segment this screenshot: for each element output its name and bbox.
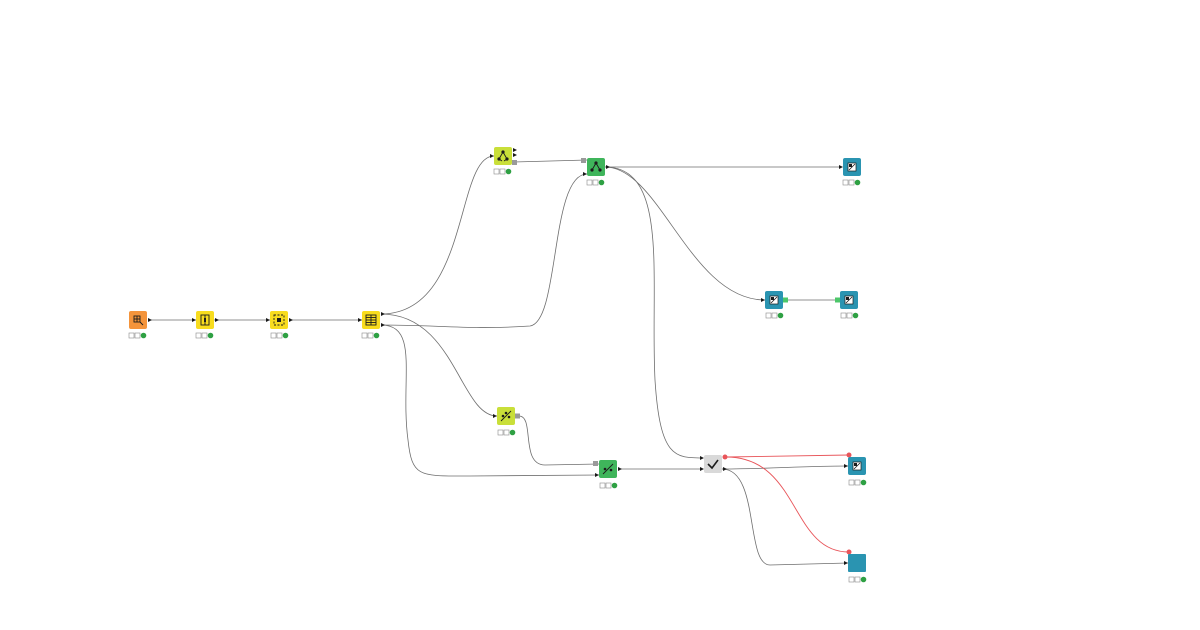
node-n2[interactable] bbox=[192, 311, 219, 329]
connection-n12-n13[interactable] bbox=[721, 465, 849, 470]
input-port[interactable] bbox=[493, 414, 497, 418]
connection-n5-n6[interactable] bbox=[513, 159, 588, 163]
scorer-checkmark-icon bbox=[707, 459, 719, 470]
table-reader-icon bbox=[133, 315, 144, 326]
missing-value-icon bbox=[273, 314, 285, 326]
status-traffic-light bbox=[195, 332, 214, 339]
input-port[interactable] bbox=[761, 298, 765, 302]
node-n8[interactable] bbox=[761, 291, 788, 309]
input-port[interactable] bbox=[583, 172, 587, 176]
status-traffic-light bbox=[497, 429, 516, 436]
model-input-port[interactable] bbox=[581, 158, 586, 163]
node-n14[interactable] bbox=[844, 554, 866, 572]
status-traffic-light bbox=[599, 482, 618, 489]
input-port-1[interactable] bbox=[700, 456, 704, 460]
tree-learner-icon bbox=[497, 150, 509, 162]
node-n13[interactable] bbox=[844, 457, 866, 475]
input-port[interactable] bbox=[490, 154, 494, 158]
output-port[interactable] bbox=[723, 467, 727, 471]
input-port[interactable] bbox=[266, 318, 270, 322]
flow-port-dot[interactable] bbox=[846, 549, 852, 555]
node-body[interactable] bbox=[129, 311, 147, 329]
status-traffic-light bbox=[848, 576, 867, 583]
output-port[interactable] bbox=[606, 165, 610, 169]
node-body[interactable] bbox=[587, 158, 605, 176]
flow-port-dot[interactable] bbox=[846, 452, 852, 458]
status-traffic-light bbox=[848, 479, 867, 486]
flow-connection-n12-n13[interactable] bbox=[725, 454, 850, 458]
input-port[interactable] bbox=[358, 318, 362, 322]
input-port-2[interactable] bbox=[700, 467, 704, 471]
tree-predictor-icon bbox=[590, 161, 602, 172]
node-n10[interactable] bbox=[493, 407, 520, 425]
model-output-port[interactable] bbox=[512, 160, 517, 165]
flow-port-dot[interactable] bbox=[722, 454, 728, 460]
node-n3[interactable] bbox=[266, 311, 293, 329]
node-body[interactable] bbox=[704, 455, 722, 473]
model-input-port[interactable] bbox=[593, 461, 598, 466]
view-icon bbox=[844, 295, 854, 305]
status-traffic-light bbox=[765, 312, 784, 319]
input-port[interactable] bbox=[839, 165, 843, 169]
status-traffic-light bbox=[842, 179, 861, 186]
output-port[interactable] bbox=[618, 467, 622, 471]
output-port-1[interactable] bbox=[381, 312, 385, 316]
output-port[interactable] bbox=[289, 318, 293, 322]
node-n9[interactable] bbox=[835, 291, 858, 309]
status-traffic-light bbox=[493, 168, 512, 175]
view-icon bbox=[852, 461, 862, 471]
connection-n4-n10[interactable] bbox=[380, 313, 498, 417]
output-port[interactable] bbox=[215, 318, 219, 322]
output-port-flow[interactable] bbox=[513, 153, 517, 157]
regression-predictor-icon bbox=[602, 463, 614, 475]
node-body[interactable] bbox=[494, 147, 512, 165]
view-output-port[interactable] bbox=[783, 297, 788, 303]
connections bbox=[148, 155, 852, 566]
connection-n4-n6[interactable] bbox=[380, 173, 588, 328]
node-n1[interactable] bbox=[129, 311, 152, 329]
status-indicators bbox=[128, 168, 867, 583]
column-filter-icon bbox=[200, 314, 210, 326]
input-port[interactable] bbox=[844, 464, 848, 468]
connection-n6-n12[interactable] bbox=[604, 166, 704, 459]
view-icon bbox=[847, 162, 857, 172]
input-port[interactable] bbox=[595, 473, 599, 477]
node-n5[interactable] bbox=[490, 147, 517, 165]
node-n12[interactable] bbox=[700, 455, 727, 473]
status-traffic-light bbox=[586, 179, 605, 186]
output-port-flow[interactable] bbox=[513, 148, 517, 152]
view-input-port[interactable] bbox=[835, 297, 840, 303]
status-traffic-light bbox=[270, 332, 289, 339]
node-n4[interactable] bbox=[358, 311, 385, 329]
connection-n4-n5[interactable] bbox=[380, 155, 495, 315]
node-n7[interactable] bbox=[839, 158, 861, 176]
status-traffic-light bbox=[128, 332, 147, 339]
output-port-2[interactable] bbox=[381, 323, 385, 327]
node-body[interactable] bbox=[848, 554, 866, 572]
node-n11[interactable] bbox=[593, 460, 622, 478]
input-port[interactable] bbox=[844, 561, 848, 565]
connection-n6-n8[interactable] bbox=[604, 166, 766, 301]
view-icon bbox=[769, 295, 779, 305]
model-output-port[interactable] bbox=[515, 413, 520, 419]
partitioning-icon bbox=[365, 314, 377, 326]
status-traffic-light bbox=[361, 332, 380, 339]
connection-n12-n14[interactable] bbox=[721, 468, 849, 566]
connection-n10-n11[interactable] bbox=[518, 415, 600, 466]
input-port[interactable] bbox=[192, 318, 196, 322]
regression-learner-icon bbox=[500, 410, 512, 422]
status-traffic-light bbox=[840, 312, 859, 319]
node-n6[interactable] bbox=[581, 158, 610, 176]
connection-n4-n11[interactable] bbox=[380, 324, 600, 477]
flow-connection-n12-n14[interactable] bbox=[725, 456, 850, 553]
output-port[interactable] bbox=[148, 318, 152, 322]
